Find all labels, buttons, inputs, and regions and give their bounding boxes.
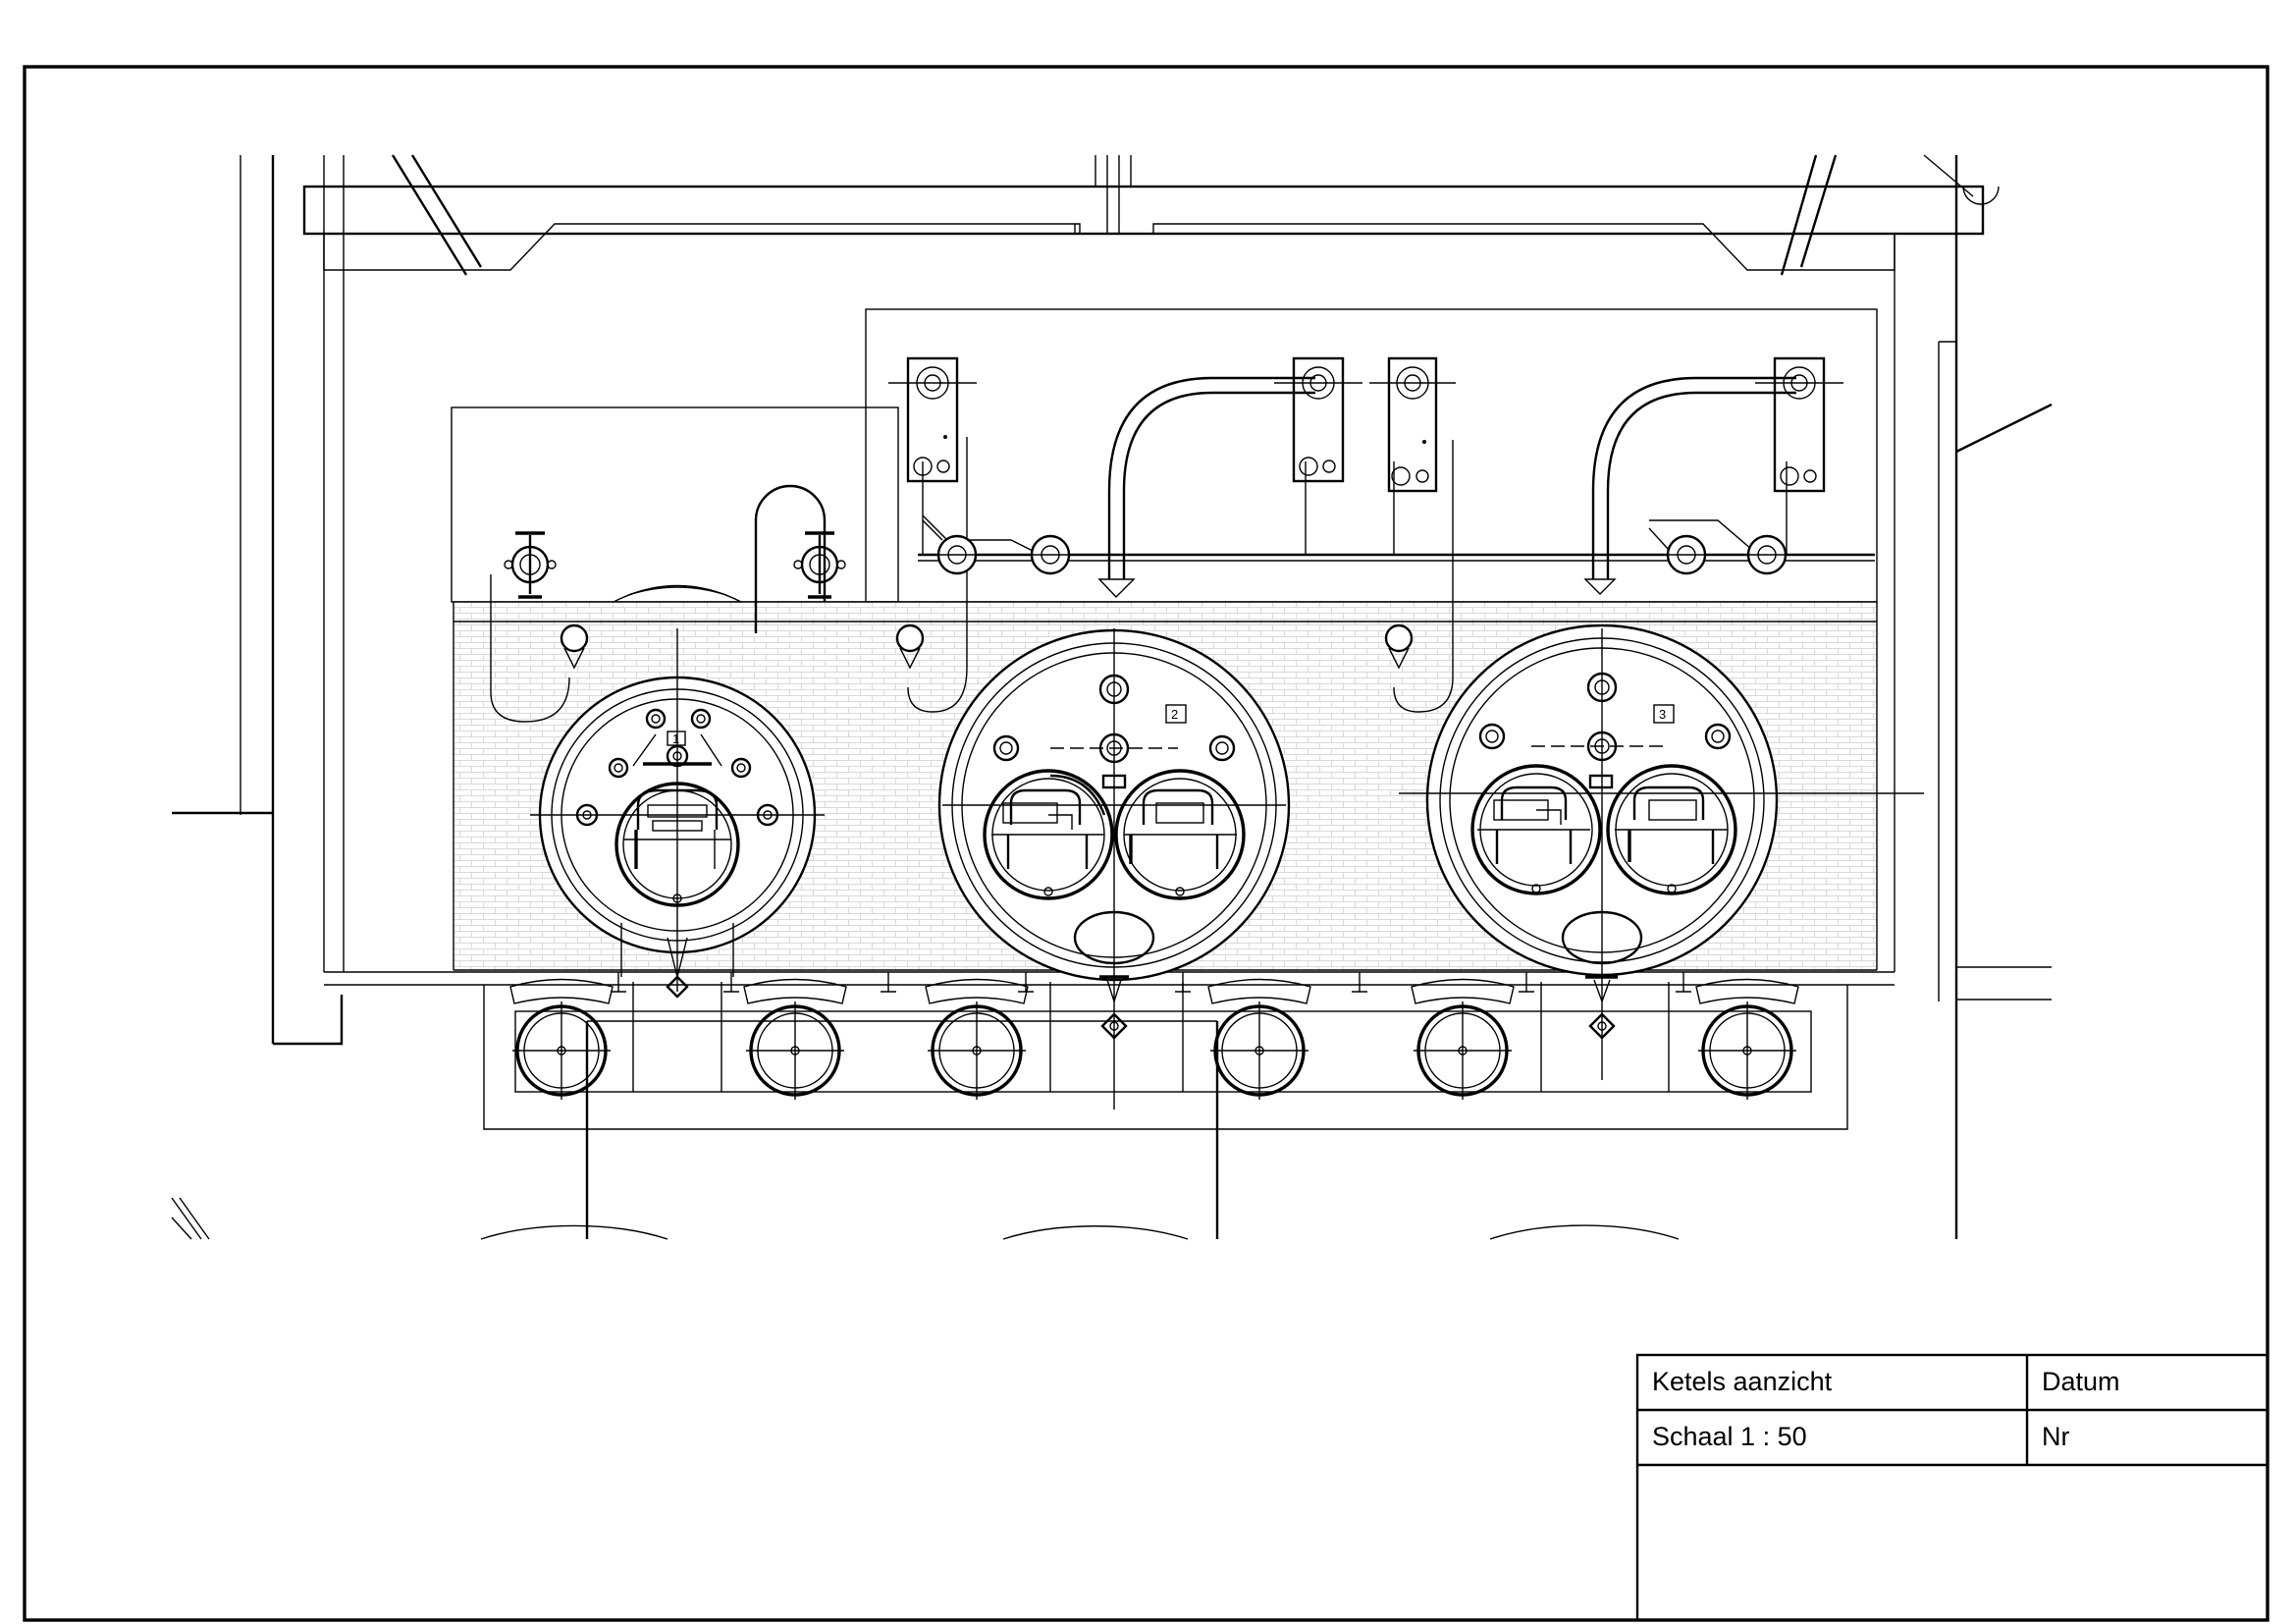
boiler-3: 3 (1399, 623, 1924, 1080)
boiler-3-number: 3 (1659, 707, 1666, 722)
header-valves (928, 534, 1796, 575)
scale-label: Schaal 1 : 50 (1652, 1422, 1807, 1451)
upper-enclosures (451, 308, 1878, 603)
valve-blocks (888, 356, 1843, 493)
date-label: Datum (2042, 1367, 2120, 1396)
number-label: Nr (2042, 1422, 2070, 1451)
title-block (1635, 1353, 2269, 1622)
boiler-1-number: 1 (672, 731, 679, 746)
boiler-2: 2 (937, 628, 1291, 1110)
boiler-1: 1 (530, 628, 825, 999)
drawing-frame (23, 65, 2269, 1622)
drawing-title: Ketels aanzicht (1652, 1367, 1833, 1396)
steam-dome (613, 484, 827, 633)
boiler-2-number: 2 (1171, 707, 1178, 722)
gauge-fittings (560, 623, 1414, 670)
fan-wheels (509, 972, 1799, 1100)
top-valves (504, 531, 846, 599)
